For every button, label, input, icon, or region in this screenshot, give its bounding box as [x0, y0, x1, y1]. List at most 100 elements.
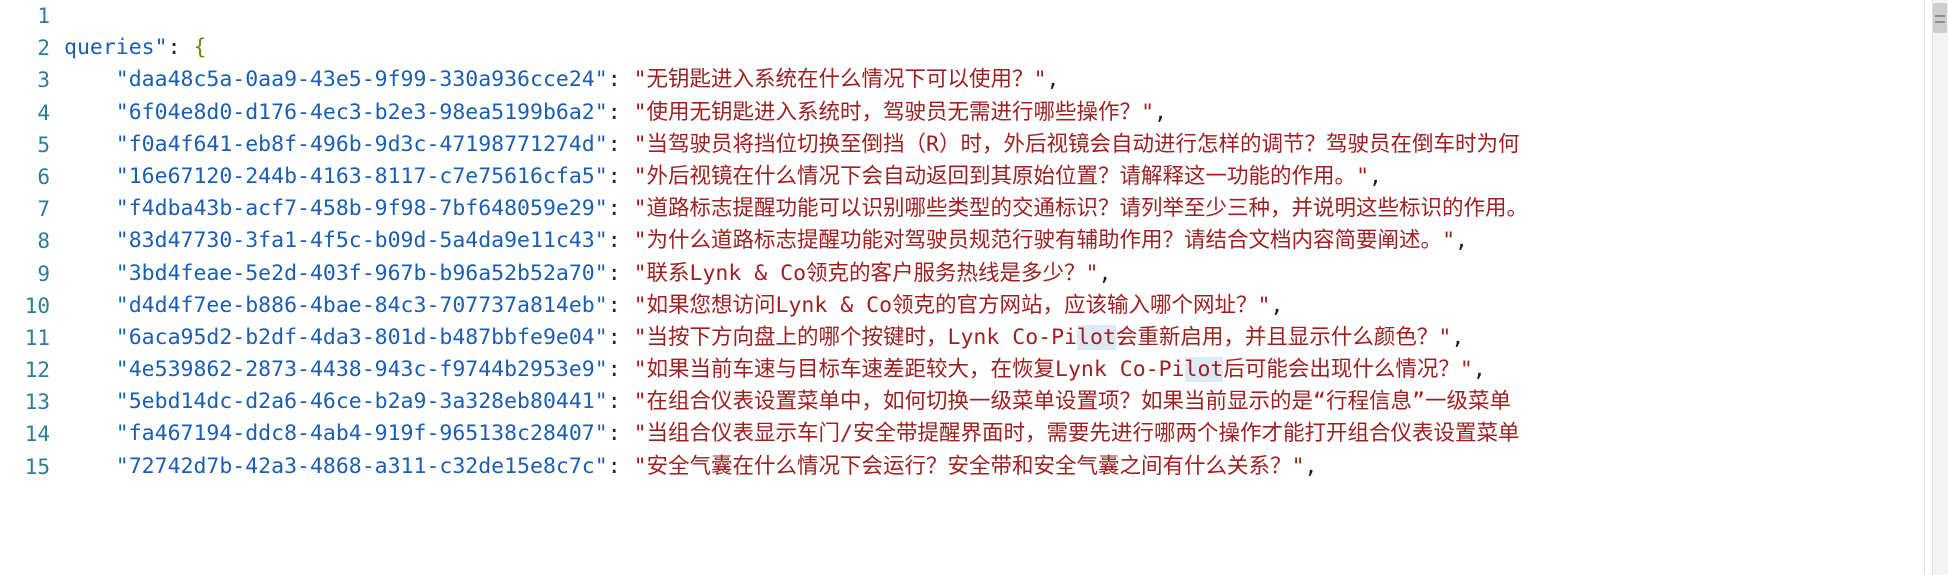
- json-string-value: 联系Lynk & Co领克的客户服务热线是多少？: [646, 260, 1086, 286]
- comma-glyph: ,: [1270, 292, 1284, 318]
- quote-glyph: ": [1257, 292, 1271, 318]
- colon-glyph: :: [607, 163, 621, 189]
- quote-glyph: ": [115, 357, 129, 383]
- code-line[interactable]: queries": {: [64, 32, 1948, 64]
- colon-glyph: :: [167, 35, 181, 61]
- quote-glyph: ": [594, 260, 608, 286]
- quote-glyph: ": [594, 67, 608, 93]
- vertical-scrollbar[interactable]: [1932, 0, 1948, 575]
- quote-glyph: ": [1459, 357, 1473, 383]
- quote-glyph: ": [154, 35, 168, 61]
- quote-glyph: ": [594, 421, 608, 447]
- json-key: 5ebd14dc-d2a6-46ce-b2a9-3a328eb80441: [128, 389, 595, 415]
- line-number: 6: [37, 164, 50, 189]
- json-string-value-post: 后可能会出现什么情况？: [1223, 357, 1460, 383]
- colon-glyph: :: [607, 260, 621, 286]
- code-line[interactable]: "3bd4feae-5e2d-403f-967b-b96a52b52a70": …: [64, 258, 1948, 290]
- quote-glyph: ": [633, 196, 647, 222]
- code-line[interactable]: "daa48c5a-0aa9-43e5-9f99-330a936cce24": …: [64, 64, 1948, 96]
- quote-glyph: ": [115, 131, 129, 157]
- comma-glyph: ,: [1046, 67, 1060, 93]
- comma-glyph: ,: [1369, 163, 1382, 189]
- quote-glyph: ": [594, 357, 608, 383]
- json-string-value: 在组合仪表设置菜单中，如何切换一级菜单设置项？如果当前显示的是“行程信息”一级菜…: [646, 389, 1511, 415]
- code-content[interactable]: queries": { "daa48c5a-0aa9-43e5-9f99-330…: [64, 0, 1948, 575]
- code-line[interactable]: "6f04e8d0-d176-4ec3-b2e3-98ea5199b6a2": …: [64, 97, 1948, 129]
- quote-glyph: ": [633, 421, 647, 447]
- quote-glyph: ": [115, 67, 129, 93]
- json-key: f4dba43b-acf7-458b-9f98-7bf648059e29: [128, 196, 595, 222]
- line-number: 11: [24, 325, 50, 350]
- comma-glyph: ,: [1451, 324, 1465, 350]
- code-line[interactable]: "72742d7b-42a3-4868-a311-c32de15e8c7c": …: [64, 451, 1948, 483]
- json-string-value: 道路标志提醒功能可以识别哪些类型的交通标识？请列举至少三种，并说明这些标识的作用…: [646, 196, 1529, 222]
- quote-glyph: ": [1141, 99, 1155, 125]
- comma-glyph: ,: [1455, 228, 1468, 254]
- line-number: 2: [37, 36, 50, 61]
- open-brace-glyph: {: [193, 35, 207, 61]
- line-number: 7: [37, 197, 50, 222]
- quote-glyph: ": [633, 67, 647, 93]
- quote-glyph: ": [594, 163, 608, 189]
- quote-glyph: ": [115, 324, 129, 350]
- code-line[interactable]: "5ebd14dc-d2a6-46ce-b2a9-3a328eb80441": …: [64, 386, 1948, 418]
- colon-glyph: :: [607, 67, 621, 93]
- vertical-scrollbar-thumb[interactable]: [1933, 3, 1947, 33]
- quote-glyph: ": [1442, 228, 1456, 254]
- code-line[interactable]: "16e67120-244b-4163-8117-c7e75616cfa5": …: [64, 161, 1948, 193]
- code-line[interactable]: "fa467194-ddc8-4ab4-919f-965138c28407": …: [64, 418, 1948, 450]
- json-string-value: 使用无钥匙进入系统时，驾驶员无需进行哪些操作？: [646, 99, 1142, 125]
- comma-glyph: ,: [1304, 453, 1318, 479]
- json-string-value: 为什么道路标志提醒功能对驾驶员规范行驶有辅助作用？请结合文档内容简要阐述。: [646, 228, 1443, 254]
- colon-glyph: :: [607, 357, 621, 383]
- quote-glyph: ": [633, 389, 647, 415]
- search-match-highlight: lot: [1184, 357, 1224, 383]
- colon-glyph: :: [607, 131, 621, 157]
- quote-glyph: ": [633, 357, 647, 383]
- quote-glyph: ": [633, 131, 647, 157]
- colon-glyph: :: [607, 389, 621, 415]
- json-key: d4d4f7ee-b886-4bae-84c3-707737a814eb: [128, 292, 595, 318]
- comma-glyph: ,: [1154, 99, 1167, 125]
- quote-glyph: ": [594, 131, 608, 157]
- json-key: 6f04e8d0-d176-4ec3-b2e3-98ea5199b6a2: [128, 99, 595, 125]
- line-number: 14: [24, 422, 50, 447]
- quote-glyph: ": [633, 292, 647, 318]
- line-number: 13: [24, 390, 50, 415]
- column-guide: [1924, 0, 1925, 575]
- line-number: 5: [37, 132, 50, 157]
- line-number: 9: [37, 261, 50, 286]
- quote-glyph: ": [115, 292, 129, 318]
- json-key: 4e539862-2873-4438-943c-f9744b2953e9: [128, 357, 595, 383]
- code-line[interactable]: "4e539862-2873-4438-943c-f9744b2953e9": …: [64, 354, 1948, 386]
- quote-glyph: ": [594, 324, 608, 350]
- code-line[interactable]: "d4d4f7ee-b886-4bae-84c3-707737a814eb": …: [64, 290, 1948, 322]
- line-number: 4: [37, 100, 50, 125]
- json-key: daa48c5a-0aa9-43e5-9f99-330a936cce24: [128, 67, 595, 93]
- line-number: 10: [24, 293, 50, 318]
- code-line[interactable]: "f0a4f641-eb8f-496b-9d3c-47198771274d": …: [64, 129, 1948, 161]
- json-string-value-pre: 当按下方向盘上的哪个按键时，Lynk Co-Pi: [646, 324, 1077, 350]
- comma-glyph: ,: [1098, 260, 1112, 286]
- json-string-value: 当组合仪表显示车门/安全带提醒界面时，需要先进行哪两个操作才能打开组合仪表设置菜…: [646, 421, 1520, 447]
- quote-glyph: ": [594, 228, 608, 254]
- quote-glyph: ": [633, 324, 647, 350]
- quote-glyph: ": [115, 260, 129, 286]
- line-number: 12: [24, 358, 50, 383]
- json-string-value: 当驾驶员将挡位切换至倒挡（R）时，外后视镜会自动进行怎样的调节？驾驶员在倒车时为…: [646, 131, 1520, 157]
- json-string-value-pre: 如果当前车速与目标车速差距较大，在恢复Lynk Co-Pi: [646, 357, 1185, 383]
- quote-glyph: ": [594, 99, 608, 125]
- quote-glyph: ": [1033, 67, 1047, 93]
- code-line[interactable]: "6aca95d2-b2df-4da3-801d-b487bbfe9e04": …: [64, 322, 1948, 354]
- quote-glyph: ": [1085, 260, 1099, 286]
- quote-glyph: ": [633, 163, 647, 189]
- code-line[interactable]: "f4dba43b-acf7-458b-9f98-7bf648059e29": …: [64, 193, 1948, 225]
- quote-glyph: ": [1291, 453, 1305, 479]
- json-key: fa467194-ddc8-4ab4-919f-965138c28407: [128, 421, 595, 447]
- code-line[interactable]: "83d47730-3fa1-4f5c-b09d-5a4da9e11c43": …: [64, 225, 1948, 257]
- code-line[interactable]: [64, 0, 1948, 32]
- search-match-highlight: lot: [1077, 324, 1116, 350]
- colon-glyph: :: [607, 99, 621, 125]
- colon-glyph: :: [607, 421, 621, 447]
